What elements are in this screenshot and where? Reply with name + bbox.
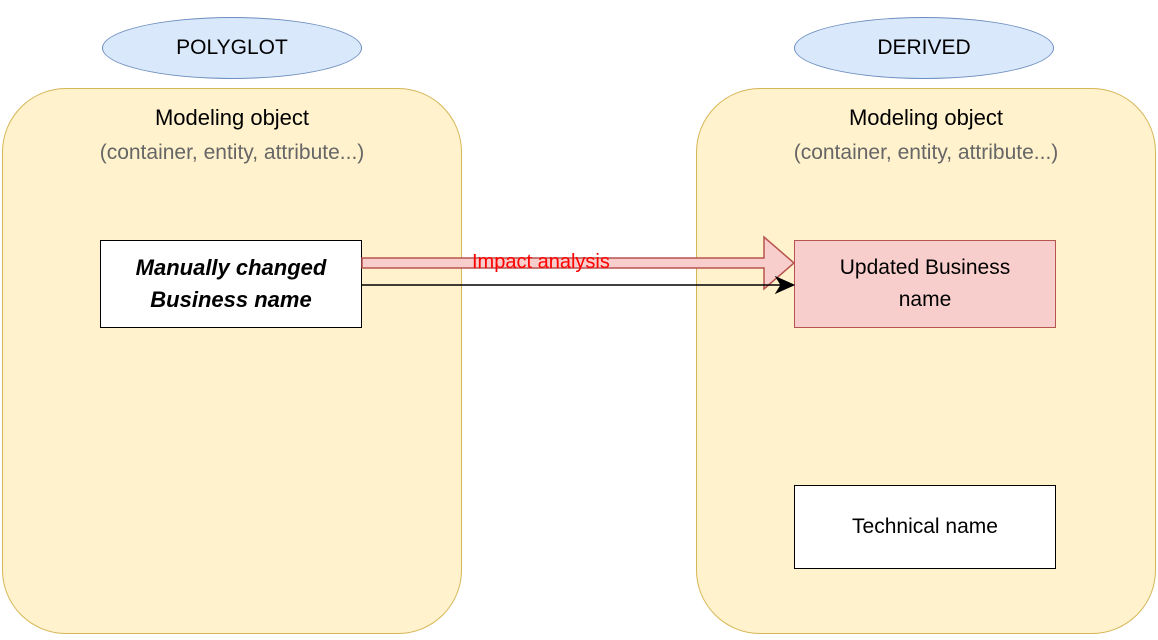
updated-business-name-box: Updated Business name	[794, 240, 1056, 328]
manual-box-line1: Manually changed	[135, 255, 327, 280]
derived-title: Modeling object	[848, 105, 1004, 130]
polyglot-tag-label: POLYGLOT	[176, 36, 288, 59]
updated-box-line1: Updated Business	[839, 256, 1011, 279]
technical-name-box: Technical name	[794, 485, 1056, 569]
impact-analysis-label: Impact analysis	[472, 251, 610, 273]
technical-name-label: Technical name	[852, 515, 998, 538]
link-arrowhead	[774, 275, 796, 295]
polyglot-tag: POLYGLOT	[102, 17, 362, 79]
derived-subtitle: (container, entity, attribute...)	[793, 141, 1059, 164]
derived-tag-label: DERIVED	[877, 36, 971, 59]
impact-analysis-arrow	[361, 235, 796, 291]
derived-tag: DERIVED	[794, 17, 1054, 79]
polyglot-container	[2, 88, 462, 634]
manual-box-line2: Business name	[150, 287, 312, 312]
polyglot-title: Modeling object	[154, 105, 310, 130]
updated-box-line2: name	[898, 288, 952, 311]
manually-changed-business-name-box: Manually changed Business name	[100, 240, 362, 328]
polyglot-subtitle: (container, entity, attribute...)	[99, 141, 365, 164]
